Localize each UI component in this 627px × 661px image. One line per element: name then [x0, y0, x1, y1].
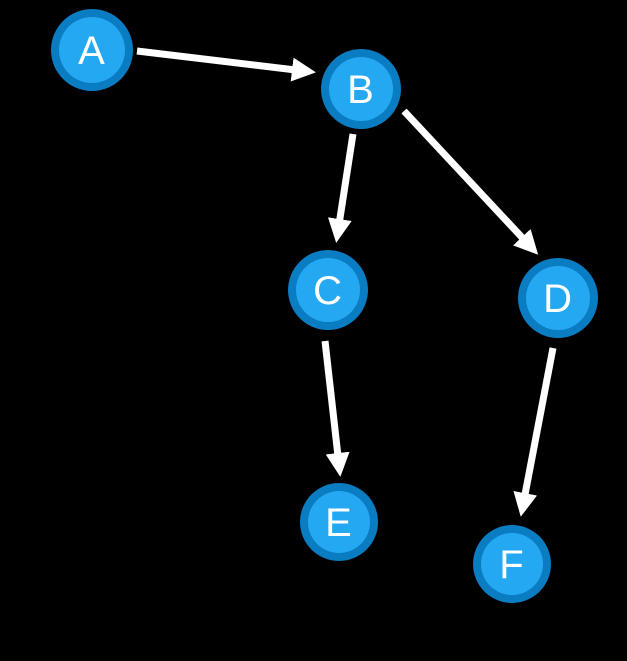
node-D[interactable]: D: [518, 258, 598, 338]
edge-A-B: [136, 47, 316, 82]
edge-B-D: [401, 108, 539, 255]
node-C[interactable]: C: [288, 250, 368, 330]
node-D-core: [526, 266, 590, 330]
node-F-core: [481, 533, 543, 595]
node-E[interactable]: E: [300, 483, 378, 561]
edge-D-F: [513, 347, 557, 517]
node-F[interactable]: F: [473, 525, 551, 603]
node-A-label: A: [78, 29, 106, 73]
edge-B-C: [327, 133, 357, 243]
node-A[interactable]: A: [51, 9, 133, 91]
node-C-label: C: [313, 269, 343, 313]
node-B-core: [329, 57, 393, 121]
node-B-label: B: [347, 68, 375, 112]
node-B[interactable]: B: [321, 49, 401, 129]
node-A-core: [59, 17, 125, 83]
node-D-label: D: [543, 277, 573, 321]
node-E-core: [308, 491, 370, 553]
node-C-core: [296, 258, 360, 322]
node-F-label: F: [499, 543, 524, 587]
edge-C-E: [321, 340, 350, 477]
node-E-label: E: [325, 501, 353, 545]
